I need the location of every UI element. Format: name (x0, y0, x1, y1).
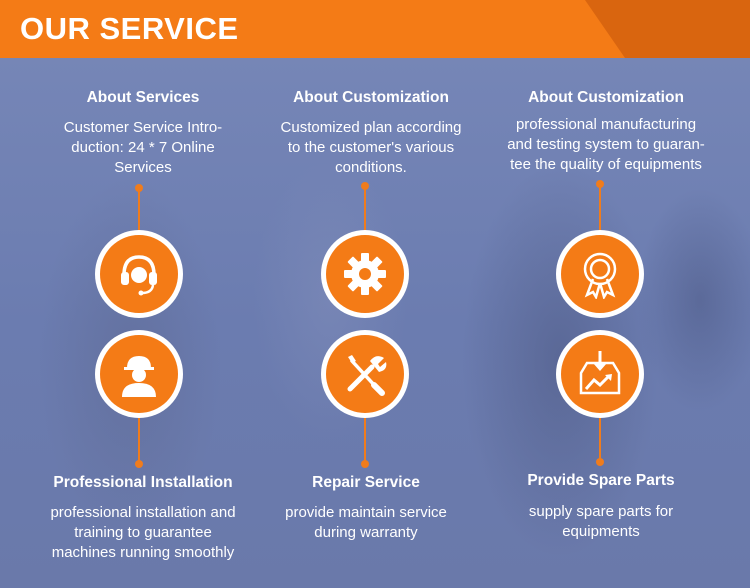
desc-line: duction: 24 * 7 Online (71, 139, 215, 156)
connector-dot (135, 460, 143, 468)
wrench-screwdriver-icon (347, 355, 387, 396)
desc-line: Customized plan according (280, 119, 462, 136)
desc-line: professional manufacturing (515, 116, 697, 133)
icon-circle-award (556, 230, 644, 318)
desc-line: provide maintain service (285, 504, 447, 521)
desc-line: Services (114, 159, 172, 176)
parts-box-icon (579, 351, 621, 395)
service-desc-about-services: Customer Service Intro- duction: 24 * 7 … (18, 118, 268, 178)
page-title: OUR SERVICE (20, 11, 239, 46)
service-title-provide-spare-parts: Provide Spare Parts (527, 472, 675, 489)
header-banner: OUR SERVICE (0, 0, 750, 58)
connector-dot (596, 458, 604, 466)
icon-circle-gear (321, 230, 409, 318)
service-title-about-customization-quality: About Customization (528, 89, 684, 106)
icon-circle-worker (95, 330, 183, 418)
desc-line: during warranty (314, 524, 418, 541)
desc-line: supply spare parts for (528, 503, 674, 520)
service-title-repair-service: Repair Service (312, 474, 420, 491)
service-desc-provide-spare-parts: supply spare parts for equipments (476, 502, 726, 542)
service-desc-repair-service: provide maintain service during warranty (241, 503, 491, 543)
connector-line (599, 184, 601, 232)
connector-line (364, 186, 366, 232)
connector-line (364, 418, 366, 462)
connector-line (138, 418, 140, 462)
service-desc-about-customization: Customized plan according to the custome… (246, 118, 496, 178)
connector-line (138, 188, 140, 232)
desc-line: Customer Service Intro- (63, 119, 223, 136)
desc-line: tee the quality of equipments (510, 156, 702, 173)
header-shape (0, 0, 750, 58)
service-title-professional-installation: Professional Installation (53, 474, 233, 491)
desc-line: machines running smoothly (51, 544, 235, 561)
desc-line: and testing system to guaran- (507, 136, 705, 153)
desc-line: equipments (562, 523, 640, 540)
worker-icon (122, 356, 156, 397)
desc-line: to the customer's various (287, 139, 455, 156)
connector-line (599, 418, 601, 460)
icon-circle-headset (95, 230, 183, 318)
service-title-about-services: About Services (86, 89, 200, 106)
award-ribbon-icon (583, 252, 617, 299)
headset-icon (121, 255, 157, 296)
icon-circle-parts (556, 330, 644, 418)
service-desc-professional-installation: professional installation and training t… (18, 503, 268, 563)
service-desc-about-customization-quality: professional manufacturing and testing s… (481, 115, 731, 175)
desc-line: professional installation and (50, 504, 236, 521)
desc-line: conditions. (335, 159, 407, 176)
desc-line: training to guarantee (74, 524, 212, 541)
icon-circle-tools (321, 330, 409, 418)
connector-dot (361, 460, 369, 468)
gear-icon (344, 253, 386, 295)
service-title-about-customization: About Customization (293, 89, 449, 106)
